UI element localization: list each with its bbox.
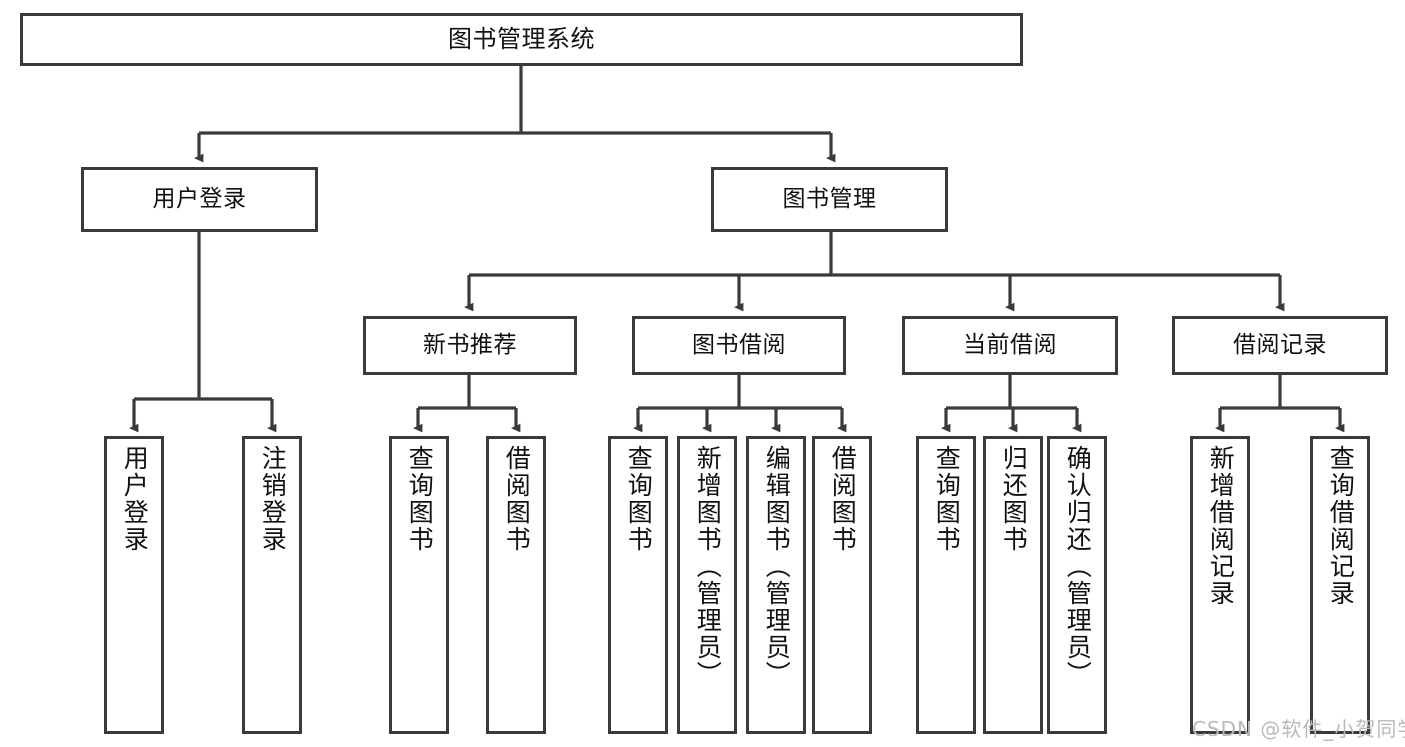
node-leaf-edit-book-label: 编辑图书（管理员） xyxy=(762,445,792,688)
node-user-login[interactable]: 用户登录 xyxy=(81,167,318,232)
node-leaf-query-book-1[interactable]: 查询图书 xyxy=(389,436,449,734)
node-leaf-query-book-3[interactable]: 查询图书 xyxy=(916,436,976,734)
node-leaf-borrow-book-2-label: 借阅图书 xyxy=(828,445,858,553)
node-root-label: 图书管理系统 xyxy=(448,25,595,54)
node-leaf-edit-book[interactable]: 编辑图书（管理员） xyxy=(746,436,806,734)
node-book-manage-label: 图书管理 xyxy=(782,185,877,212)
node-new-book-recommend[interactable]: 新书推荐 xyxy=(363,316,577,375)
node-book-manage[interactable]: 图书管理 xyxy=(711,167,948,232)
node-leaf-confirm-return-label: 确认归还（管理员） xyxy=(1063,445,1093,688)
node-leaf-add-book-label: 新增图书（管理员） xyxy=(693,445,723,688)
node-leaf-logout[interactable]: 注销登录 xyxy=(242,436,302,734)
node-leaf-query-book-2-label: 查询图书 xyxy=(624,445,654,553)
node-leaf-query-record[interactable]: 查询借阅记录 xyxy=(1310,436,1370,734)
node-leaf-borrow-book-2[interactable]: 借阅图书 xyxy=(812,436,872,734)
node-user-login-label: 用户登录 xyxy=(152,185,247,212)
node-leaf-add-record[interactable]: 新增借阅记录 xyxy=(1190,436,1250,734)
node-leaf-borrow-book-1[interactable]: 借阅图书 xyxy=(486,436,546,734)
node-leaf-query-record-label: 查询借阅记录 xyxy=(1326,445,1356,607)
node-borrow-record[interactable]: 借阅记录 xyxy=(1172,316,1388,375)
node-current-borrow-label: 当前借阅 xyxy=(963,331,1057,358)
node-book-borrow-label: 图书借阅 xyxy=(692,331,786,358)
node-borrow-record-label: 借阅记录 xyxy=(1233,331,1327,358)
node-current-borrow[interactable]: 当前借阅 xyxy=(902,316,1118,375)
node-leaf-add-record-label: 新增借阅记录 xyxy=(1206,445,1236,607)
node-new-book-recommend-label: 新书推荐 xyxy=(423,331,517,358)
node-leaf-return-book[interactable]: 归还图书 xyxy=(983,436,1043,734)
node-leaf-confirm-return[interactable]: 确认归还（管理员） xyxy=(1047,436,1107,734)
node-leaf-query-book-2[interactable]: 查询图书 xyxy=(608,436,668,734)
node-leaf-borrow-book-1-label: 借阅图书 xyxy=(502,445,532,553)
node-root[interactable]: 图书管理系统 xyxy=(20,13,1023,66)
node-leaf-user-login[interactable]: 用户登录 xyxy=(104,436,164,734)
node-leaf-query-book-1-label: 查询图书 xyxy=(405,445,435,553)
node-leaf-user-login-label: 用户登录 xyxy=(120,445,150,553)
node-leaf-add-book[interactable]: 新增图书（管理员） xyxy=(677,436,737,734)
node-leaf-return-book-label: 归还图书 xyxy=(999,445,1029,553)
csdn-watermark: CSDN @软件_小贺同学 xyxy=(1192,717,1405,741)
node-leaf-logout-label: 注销登录 xyxy=(258,445,288,553)
node-book-borrow[interactable]: 图书借阅 xyxy=(632,316,846,375)
node-leaf-query-book-3-label: 查询图书 xyxy=(932,445,962,553)
